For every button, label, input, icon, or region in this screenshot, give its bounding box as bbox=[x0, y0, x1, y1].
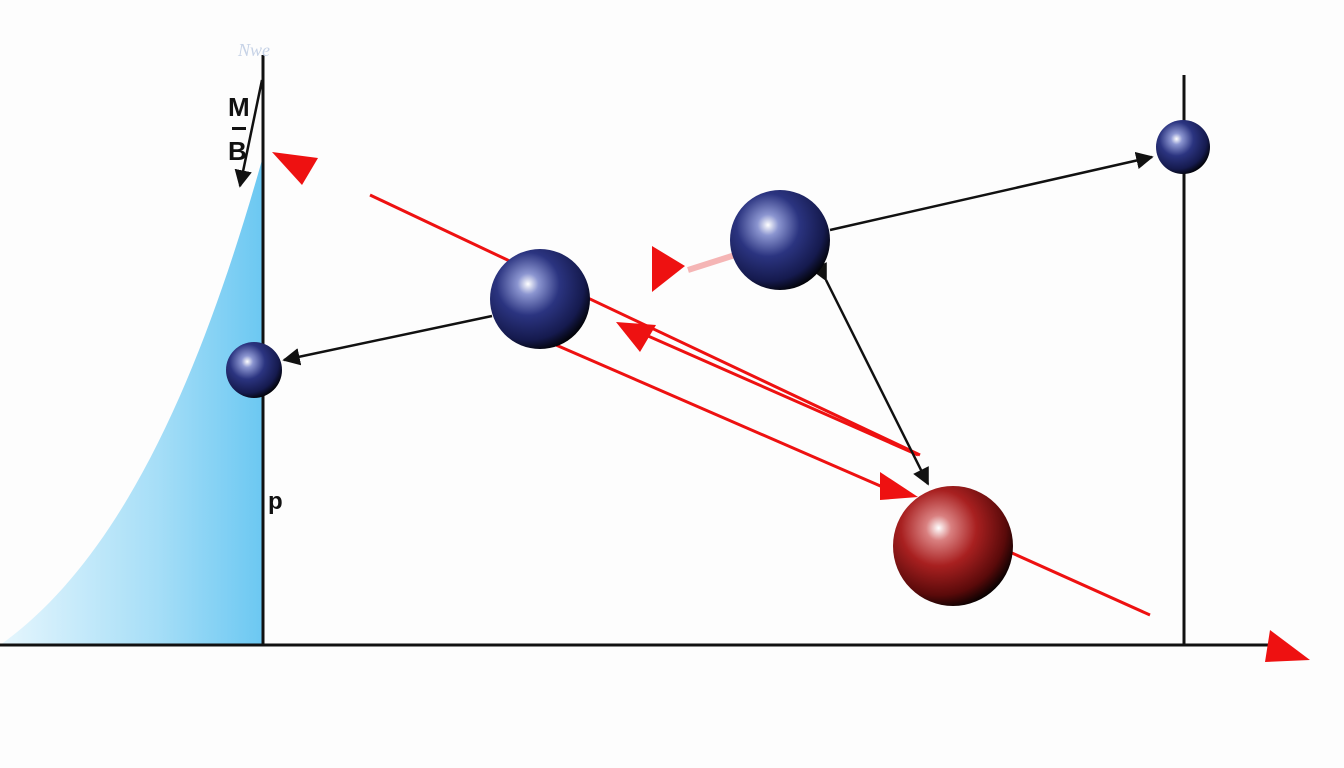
red-arrowhead-upper-left-icon bbox=[272, 152, 318, 185]
red-arrowhead-lower-icon bbox=[880, 472, 918, 500]
black-vector-to-small-left bbox=[282, 314, 493, 366]
shaded-region bbox=[0, 160, 262, 645]
sphere-large-center bbox=[490, 249, 590, 349]
black-vector-to-far-right bbox=[829, 151, 1154, 232]
fraction-denominator: B bbox=[228, 136, 247, 166]
red-arrowhead-float-icon bbox=[652, 246, 685, 292]
sphere-small-left bbox=[226, 342, 282, 398]
black-vector-double bbox=[811, 261, 930, 486]
faint-top-label: Nwe bbox=[238, 40, 271, 60]
red-faint-trail bbox=[687, 252, 736, 273]
fraction-numerator: M bbox=[228, 92, 250, 122]
x-axis-arrow-icon bbox=[1265, 630, 1310, 662]
sphere-far-right bbox=[1156, 120, 1210, 174]
p-label: p bbox=[268, 488, 283, 515]
fraction-bar bbox=[232, 127, 246, 130]
sphere-red bbox=[893, 486, 1013, 606]
red-vector-middle bbox=[629, 326, 919, 457]
fraction-arrow bbox=[234, 79, 264, 188]
red-vector-exit bbox=[1011, 551, 1151, 617]
sphere-upper-right bbox=[730, 190, 830, 290]
red-arrowhead-middle-icon bbox=[616, 322, 656, 352]
